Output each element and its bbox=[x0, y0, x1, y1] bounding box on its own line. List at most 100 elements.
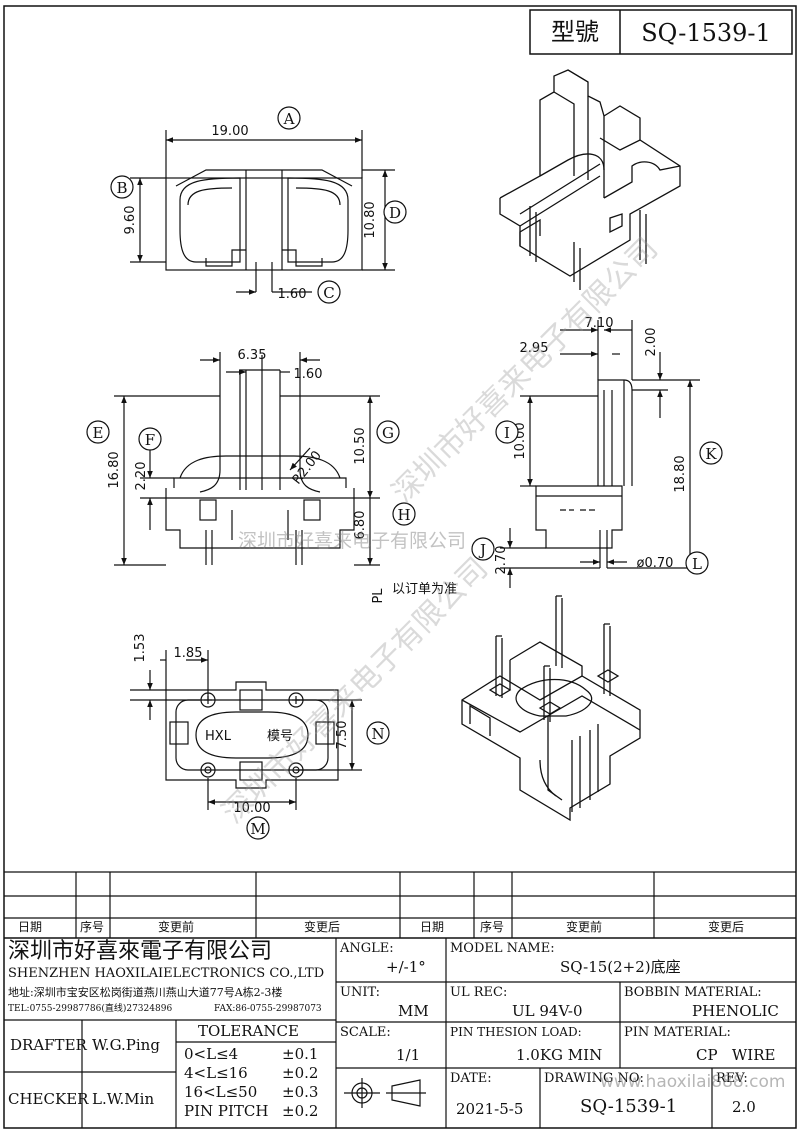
title-value: SQ-1539-1 bbox=[641, 19, 771, 47]
tolerance-range-2: 4<L≤16 bbox=[184, 1064, 248, 1082]
callout-a-label: A bbox=[283, 110, 295, 128]
callout-f-label: F bbox=[145, 431, 155, 449]
scale-label: SCALE: bbox=[340, 1025, 391, 1040]
dim-n: 7.50 bbox=[335, 721, 350, 750]
callout-l bbox=[685, 551, 709, 575]
rev-value: 2.0 bbox=[732, 1098, 756, 1116]
callout-group bbox=[86, 106, 723, 840]
drawing-no-value: SQ-1539-1 bbox=[580, 1096, 678, 1117]
rev-label: REV: bbox=[716, 1071, 748, 1086]
tolerance-range-4: PIN PITCH bbox=[184, 1102, 269, 1120]
scale-value: 1/1 bbox=[396, 1046, 421, 1064]
unit-label: UNIT: bbox=[340, 985, 381, 1000]
rev-header-after-1: 变更后 bbox=[304, 920, 341, 934]
date-label: DATE: bbox=[450, 1071, 492, 1086]
callout-m-label: M bbox=[250, 820, 265, 838]
rev-header-before-1: 变更前 bbox=[158, 920, 195, 934]
callout-i-label: I bbox=[504, 424, 510, 442]
pin-load-label: PIN THESION LOAD: bbox=[450, 1025, 582, 1039]
checker-label: CHECKER bbox=[8, 1090, 89, 1108]
isometric-view-top bbox=[499, 69, 681, 290]
rev-header-date-1: 日期 bbox=[18, 920, 43, 934]
company-tel: TEL:0755-29987786(直线)27324896 bbox=[8, 1004, 173, 1014]
pl-note: 以订单为准 bbox=[392, 582, 457, 597]
rev-header-before-2: 变更前 bbox=[566, 920, 603, 934]
rev-header-after-2: 变更后 bbox=[708, 920, 745, 934]
dim-l: ø0.70 bbox=[637, 556, 674, 571]
callout-b bbox=[110, 175, 134, 199]
drafter-name: W.G.Ping bbox=[92, 1036, 160, 1054]
sheet-border bbox=[3, 5, 797, 1129]
tolerance-value-2: ±0.2 bbox=[282, 1064, 319, 1082]
rev-header-seq-1: 序号 bbox=[80, 920, 105, 934]
bottom-view bbox=[130, 650, 362, 810]
callout-k bbox=[699, 441, 723, 465]
dim-k: 18.80 bbox=[673, 455, 688, 492]
side-view bbox=[500, 320, 700, 588]
callout-n-label: N bbox=[371, 725, 384, 743]
company-name-en: SHENZHEN HAOXILAIELECTRONICS CO.,LTD bbox=[8, 966, 325, 981]
rev-header-seq-2: 序号 bbox=[480, 920, 505, 934]
ul-rec-label: UL REC: bbox=[450, 985, 508, 1000]
top-view bbox=[130, 130, 395, 295]
projection-symbol bbox=[344, 1078, 426, 1108]
ul-rec-value: UL 94V-0 bbox=[512, 1002, 583, 1020]
model-name-label: MODEL NAME: bbox=[450, 941, 555, 956]
pin-material-value: CP WIRE bbox=[696, 1046, 776, 1064]
dim-bot-y: 1.53 bbox=[133, 634, 148, 663]
tolerance-title: TOLERANCE bbox=[198, 1022, 299, 1040]
angle-value: +/-1° bbox=[386, 958, 426, 976]
bottom-model-mark: 模号 bbox=[267, 729, 293, 744]
callout-e-label: E bbox=[93, 424, 104, 442]
tolerance-value-1: ±0.1 bbox=[282, 1045, 319, 1063]
dim-top-width: 6.35 bbox=[238, 348, 267, 363]
dim-g: 10.50 bbox=[353, 427, 368, 464]
pl-label: PL bbox=[371, 588, 386, 604]
tolerance-value-4: ±0.2 bbox=[282, 1102, 319, 1120]
front-view bbox=[114, 352, 380, 566]
bobbin-material-value: PHENOLIC bbox=[692, 1002, 779, 1020]
callout-j-label: J bbox=[478, 541, 486, 559]
drafter-label: DRAFTER bbox=[10, 1036, 87, 1054]
dim-radius: R2.00 bbox=[290, 448, 325, 487]
callout-i bbox=[495, 420, 519, 444]
company-name-cn: 深圳市好喜來電子有限公司 bbox=[8, 939, 273, 964]
callout-d bbox=[383, 200, 407, 224]
tolerance-range-3: 16<L≤50 bbox=[184, 1083, 258, 1101]
dim-b: 9.60 bbox=[123, 206, 138, 235]
dim-side-a: 2.95 bbox=[520, 341, 549, 356]
dim-e: 16.80 bbox=[107, 451, 122, 488]
callout-c-label: C bbox=[323, 284, 334, 302]
dim-top-slot: 1.60 bbox=[294, 367, 323, 382]
callout-f bbox=[138, 427, 162, 451]
callout-h-label: H bbox=[397, 506, 410, 524]
bobbin-material-label: BOBBIN MATERIAL: bbox=[624, 985, 762, 1000]
dim-d: 10.80 bbox=[363, 201, 378, 238]
dim-f: 2.20 bbox=[134, 462, 149, 491]
callout-j bbox=[471, 537, 495, 561]
dim-m: 10.00 bbox=[233, 801, 270, 816]
callout-c bbox=[317, 280, 341, 304]
checker-name: L.W.Min bbox=[92, 1090, 155, 1108]
callout-m bbox=[246, 816, 270, 840]
callout-d-label: D bbox=[389, 204, 401, 222]
rev-header-date-2: 日期 bbox=[420, 920, 445, 934]
dim-a: 19.00 bbox=[211, 124, 248, 139]
callout-g-label: G bbox=[382, 424, 394, 442]
isometric-view-bottom bbox=[461, 595, 641, 822]
dim-bot-x: 1.85 bbox=[174, 646, 203, 661]
dim-side-top: 7.10 bbox=[585, 316, 614, 331]
drawing-no-label: DRAWING NO: bbox=[544, 1071, 644, 1086]
dim-j: 2.70 bbox=[494, 546, 509, 575]
date-value: 2021-5-5 bbox=[456, 1100, 524, 1118]
callout-k-label: K bbox=[705, 445, 717, 463]
tolerance-range-1: 0<L≤4 bbox=[184, 1045, 239, 1063]
callout-g bbox=[376, 420, 400, 444]
unit-value: MM bbox=[398, 1002, 429, 1020]
dim-c: 1.60 bbox=[278, 287, 307, 302]
bottom-hxl-mark: HXL bbox=[205, 729, 232, 744]
callout-a bbox=[277, 106, 301, 130]
pin-material-label: PIN MATERIAL: bbox=[624, 1025, 731, 1040]
title-label: 型號 bbox=[551, 18, 599, 46]
